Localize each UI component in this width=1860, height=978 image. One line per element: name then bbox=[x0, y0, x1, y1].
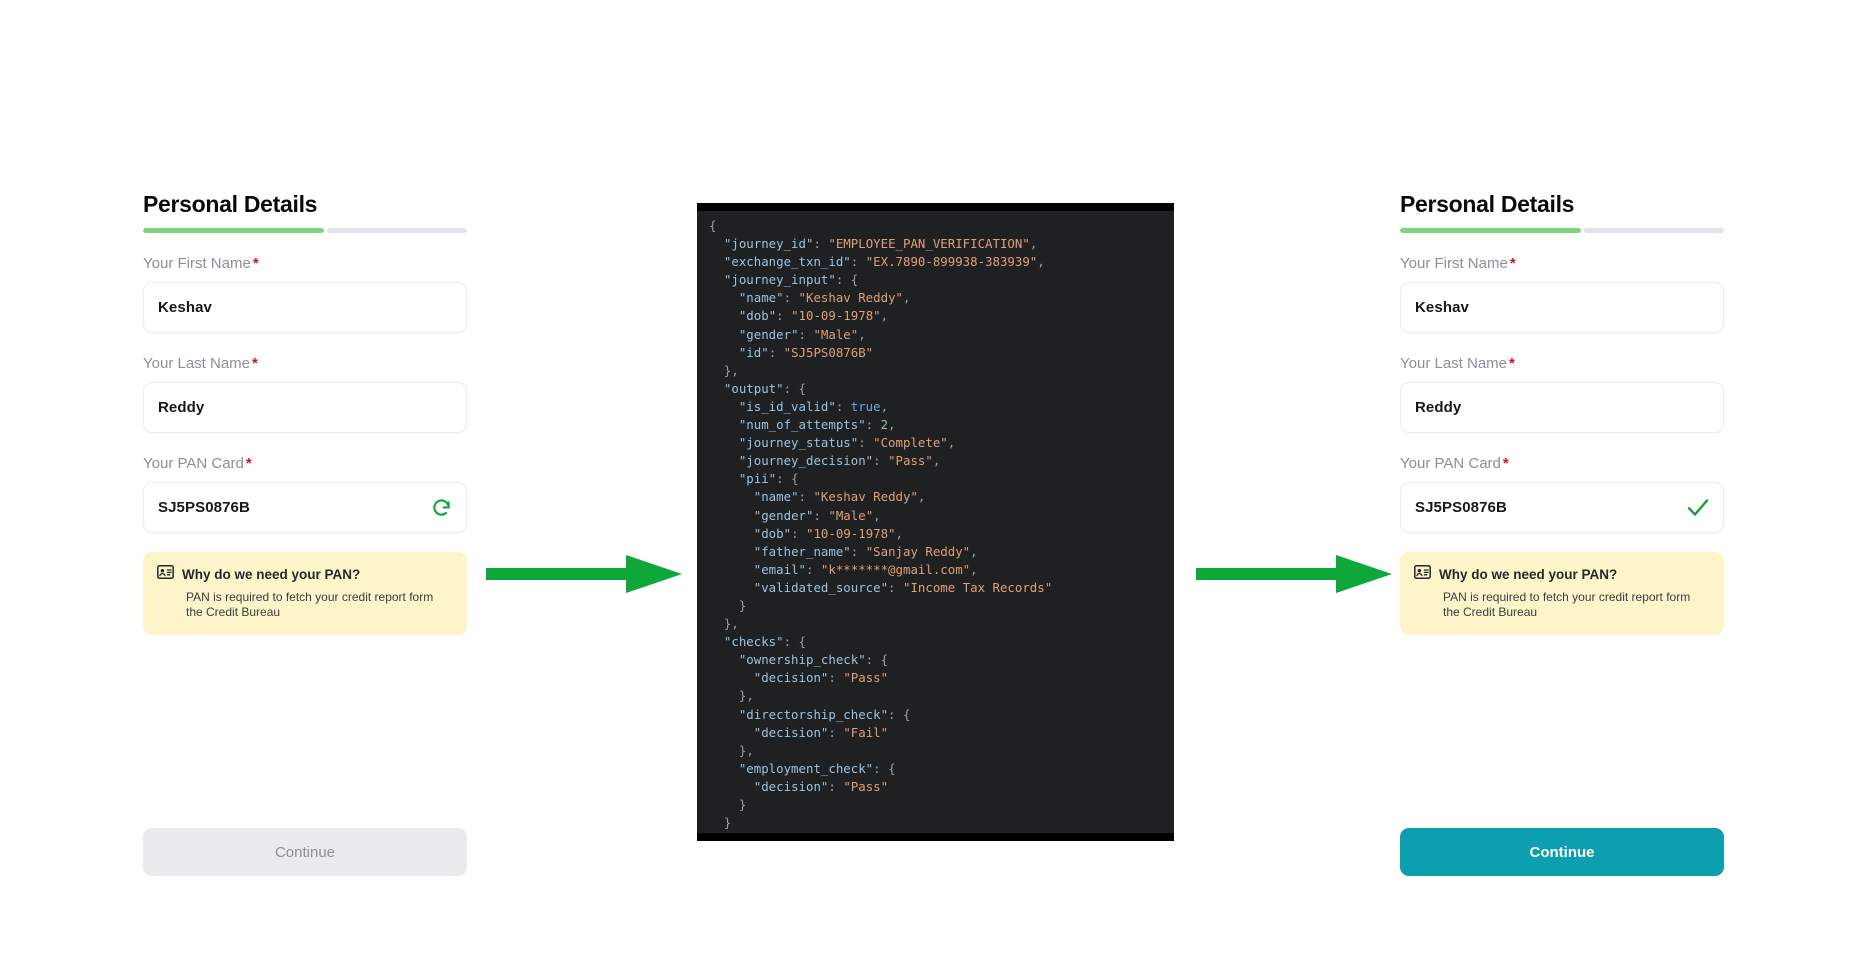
required-asterisk: * bbox=[1509, 255, 1516, 272]
first-name-value: Keshav bbox=[1415, 299, 1469, 316]
json-payload-code: { "journey_id": "EMPLOYEE_PAN_VERIFICATI… bbox=[697, 211, 1174, 833]
pan-card-value: SJ5PS0876B bbox=[1415, 499, 1507, 516]
callout-body: PAN is required to fetch your credit rep… bbox=[186, 590, 434, 619]
required-asterisk: * bbox=[252, 355, 258, 372]
page-title: Personal Details bbox=[143, 191, 318, 217]
pan-info-callout: Why do we need your PAN? PAN is required… bbox=[1400, 552, 1724, 635]
loading-spinner-icon bbox=[430, 497, 452, 519]
progress-bar-track bbox=[327, 228, 467, 233]
field-label-first-name: Your First Name* bbox=[1400, 255, 1516, 272]
progress-bar bbox=[143, 228, 467, 233]
pan-info-callout: Why do we need your PAN? PAN is required… bbox=[143, 552, 467, 635]
field-label-last-name: Your Last Name* bbox=[1400, 355, 1515, 372]
first-name-value: Keshav bbox=[158, 299, 212, 316]
id-card-icon bbox=[157, 565, 174, 584]
id-card-icon bbox=[1414, 565, 1431, 584]
field-first-name: Your First Name* Keshav bbox=[1400, 255, 1724, 333]
last-name-input[interactable]: Reddy bbox=[1400, 382, 1724, 433]
continue-button[interactable]: Continue bbox=[1400, 828, 1724, 876]
required-asterisk: * bbox=[1502, 455, 1509, 472]
field-label-last-name: Your Last Name* bbox=[143, 355, 258, 372]
callout-body: PAN is required to fetch your credit rep… bbox=[1443, 590, 1691, 619]
first-name-input[interactable]: Keshav bbox=[143, 282, 467, 333]
required-asterisk: * bbox=[1509, 355, 1515, 372]
field-first-name: Your First Name* Keshav bbox=[143, 255, 467, 333]
callout-title: Why do we need your PAN? bbox=[182, 567, 361, 582]
field-pan-card: Your PAN Card* SJ5PS0876B bbox=[143, 455, 467, 533]
field-label-pan-card: Your PAN Card* bbox=[1400, 455, 1509, 472]
progress-bar-fill bbox=[143, 228, 325, 233]
form-panel-loading: Personal Details Your First Name* Keshav… bbox=[143, 190, 467, 635]
field-last-name: Your Last Name* Reddy bbox=[1400, 355, 1724, 433]
continue-button-disabled[interactable]: Continue bbox=[143, 828, 467, 876]
callout-title: Why do we need your PAN? bbox=[1439, 567, 1618, 582]
progress-bar-fill bbox=[1400, 228, 1582, 233]
required-asterisk: * bbox=[252, 255, 259, 272]
pan-card-input[interactable]: SJ5PS0876B bbox=[143, 482, 467, 533]
required-asterisk: * bbox=[245, 455, 252, 472]
json-payload-panel: { "journey_id": "EMPLOYEE_PAN_VERIFICATI… bbox=[697, 203, 1174, 841]
callout-header: Why do we need your PAN? bbox=[1414, 565, 1710, 584]
field-last-name: Your Last Name* Reddy bbox=[143, 355, 467, 433]
pan-card-value: SJ5PS0876B bbox=[158, 499, 250, 516]
progress-bar-track bbox=[1584, 228, 1724, 233]
last-name-value: Reddy bbox=[158, 399, 205, 416]
last-name-value: Reddy bbox=[1415, 399, 1462, 416]
first-name-input[interactable]: Keshav bbox=[1400, 282, 1724, 333]
checkmark-icon bbox=[1687, 497, 1709, 519]
arrow-before-to-payload bbox=[486, 553, 682, 595]
json-code-text: { "journey_id": "EMPLOYEE_PAN_VERIFICATI… bbox=[709, 218, 1053, 831]
callout-header: Why do we need your PAN? bbox=[157, 565, 453, 584]
field-pan-card: Your PAN Card* SJ5PS0876B bbox=[1400, 455, 1724, 533]
field-label-first-name: Your First Name* bbox=[143, 255, 259, 272]
form-panel-verified: Personal Details Your First Name* Keshav… bbox=[1400, 190, 1724, 635]
last-name-input[interactable]: Reddy bbox=[143, 382, 467, 433]
field-label-pan-card: Your PAN Card* bbox=[143, 455, 252, 472]
progress-bar bbox=[1400, 228, 1724, 233]
arrow-payload-to-after bbox=[1196, 553, 1392, 595]
pan-card-input[interactable]: SJ5PS0876B bbox=[1400, 482, 1724, 533]
page-title: Personal Details bbox=[1400, 191, 1575, 217]
